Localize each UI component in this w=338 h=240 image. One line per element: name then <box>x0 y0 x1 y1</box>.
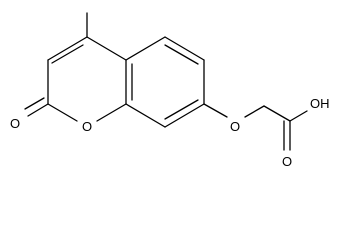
bond-c2-carbonyl-2 <box>24 97 45 110</box>
bond-c4a-c5 <box>125 36 166 61</box>
bond-c2-o1 <box>47 103 78 122</box>
bond-c7-c8 <box>164 103 205 128</box>
bond-c8-c8a <box>125 103 166 128</box>
lactone-carbonyl-oxygen-label: O <box>10 116 20 131</box>
bond-oether-ch2 <box>244 105 265 118</box>
ring-oxygen-label: O <box>82 119 92 134</box>
acid-carbonyl-oxygen-label: O <box>282 154 292 169</box>
bond-cooh-oh <box>289 110 308 122</box>
structure-diagram: O O O OH O <box>10 12 330 169</box>
atom-labels: O O O OH O <box>10 96 330 169</box>
hydroxyl-label: OH <box>310 96 330 111</box>
bond-c4-c3 <box>47 36 88 61</box>
bond-c5-c6-inner <box>164 44 199 65</box>
bond-lines <box>24 12 308 151</box>
bond-c5-c6 <box>164 36 205 61</box>
ether-oxygen-label: O <box>230 119 240 134</box>
bond-c7-c8-inner <box>164 99 199 120</box>
bond-ch2-cooh <box>263 105 291 122</box>
bond-c4-c3-inner <box>51 44 84 64</box>
bond-c8a-o1 <box>96 103 127 122</box>
bond-c4-c4a <box>86 36 127 61</box>
molecule-drawing: O O O OH O <box>10 12 330 169</box>
bond-c2-carbonyl-1 <box>27 103 49 117</box>
bond-c7-oether <box>203 103 228 118</box>
